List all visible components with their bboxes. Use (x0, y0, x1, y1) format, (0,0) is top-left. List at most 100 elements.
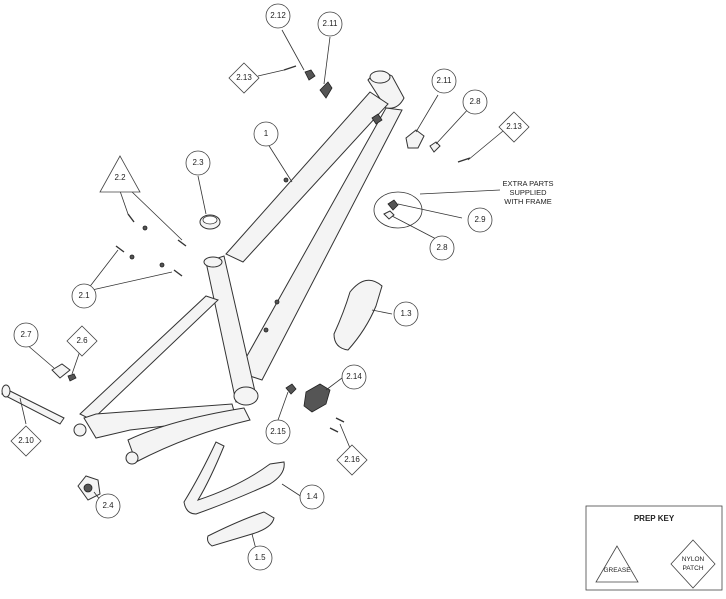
callout-diamond-shape (498, 111, 530, 143)
part-2-16-bolt (335, 417, 345, 423)
part-2-8 (429, 141, 441, 153)
leader-line (435, 105, 472, 145)
callout-1-5: 1.5 (247, 545, 273, 571)
part-2-1-bolt (173, 269, 183, 277)
callout-circle-shape (265, 419, 291, 445)
callout-2-12: 2.12 (265, 3, 291, 29)
callout-2-2: 2.2 (99, 155, 141, 193)
part-2-1-bolt (115, 245, 125, 253)
callout-2-11: 2.11 (431, 68, 457, 94)
callout-circle-shape (317, 11, 343, 37)
callout-2-14: 2.14 (341, 364, 367, 390)
leader-line (197, 175, 207, 215)
prep-key-title: PREP KEY (634, 514, 675, 523)
callout-circle-shape (393, 301, 419, 327)
nylon-patch-diamond-icon (670, 539, 716, 589)
callout-2-6: 2.6 (66, 325, 98, 357)
down-tube (237, 107, 403, 381)
grease-label: GREASE (603, 567, 631, 574)
callout-2-9: 2.9 (467, 207, 493, 233)
callout-2-10: 2.10 (10, 425, 42, 457)
small-parts (1, 65, 471, 547)
part-2-4-hole (83, 483, 93, 493)
lower-dropout (125, 451, 139, 465)
leader-line (281, 29, 305, 71)
part-1-5-lower-guard (207, 511, 275, 547)
callout-label: 2.8 (469, 97, 481, 106)
callout-label: 2.11 (437, 76, 453, 85)
callout-label: 2.10 (18, 436, 34, 445)
callout-label: 2.6 (76, 336, 88, 345)
callout-2-8: 2.8 (429, 235, 455, 261)
part-2-2-bolt (177, 239, 187, 247)
part-2-13-bolt-right (457, 157, 471, 163)
leader-line (265, 140, 293, 183)
leader-line (87, 249, 119, 290)
leader-line (257, 69, 285, 77)
part-2-15 (285, 383, 297, 395)
bike-frame (73, 70, 405, 465)
callout-label: 2.4 (102, 501, 114, 510)
leader-line (129, 189, 183, 241)
callout-label: 1.5 (254, 553, 266, 562)
part-1-3-downtube-guard (333, 279, 383, 351)
seat-tube (205, 255, 257, 403)
callout-diamond-shape (66, 325, 98, 357)
callout-label: 2.13 (506, 122, 522, 131)
leader-line (281, 483, 303, 498)
cable-port (274, 299, 280, 305)
part-2-1-washer (129, 254, 135, 260)
callout-label: 1 (264, 129, 269, 138)
callout-circle-shape (299, 484, 325, 510)
extra-parts-outline (373, 191, 423, 229)
extra-parts-line-3: WITH FRAME (504, 197, 552, 206)
leader-line (415, 94, 439, 133)
callout-label: 1.4 (306, 492, 318, 501)
callout-circle-shape (13, 322, 39, 348)
part-2-16-bolt (329, 427, 339, 433)
part-2-6 (67, 373, 77, 382)
callout-2-4: 2.4 (95, 493, 121, 519)
callout-triangle-shape (99, 155, 141, 193)
callout-label: 2.1 (78, 291, 90, 300)
callout-circle-shape (95, 493, 121, 519)
leader-line (419, 189, 501, 195)
callout-2-15: 2.15 (265, 419, 291, 445)
extra-part-2-9 (387, 199, 399, 211)
part-2-11-right (405, 129, 425, 149)
callout-label: 1.3 (400, 309, 412, 318)
seat-stay (79, 295, 219, 421)
callout-circle-shape (467, 207, 493, 233)
cable-port (283, 177, 289, 183)
leader-lines (19, 29, 504, 558)
callout-circle-shape (341, 364, 367, 390)
callout-label: 2.8 (436, 243, 448, 252)
seat-tube-top (203, 256, 223, 268)
headtube-port (371, 113, 383, 125)
callout-diamond-shape (336, 444, 368, 476)
lower-stay (127, 407, 251, 463)
callout-circle-shape (247, 545, 273, 571)
leader-line (277, 391, 289, 421)
leader-line (19, 397, 27, 425)
leader-line (397, 203, 463, 219)
part-2-13-bolt (283, 65, 297, 71)
leader-line (119, 190, 129, 215)
leader-line (71, 350, 81, 375)
callout-diamond-shape (228, 62, 260, 94)
callout-label: 2.3 (192, 158, 204, 167)
part-2-2-washer (142, 225, 148, 231)
leader-line (339, 423, 351, 449)
callout-2-8: 2.8 (462, 89, 488, 115)
callout-label: 2.2 (114, 173, 126, 182)
callout-2-3: 2.3 (185, 150, 211, 176)
callout-label: 2.13 (236, 73, 252, 82)
callout-1-4: 1.4 (299, 484, 325, 510)
extra-parts-line-1: EXTRA PARTS (503, 179, 554, 188)
callout-2-13: 2.13 (498, 111, 530, 143)
leader-line (323, 36, 331, 85)
callout-circle-shape (429, 235, 455, 261)
leader-line (25, 343, 55, 369)
part-2-2-bolt (127, 213, 135, 223)
